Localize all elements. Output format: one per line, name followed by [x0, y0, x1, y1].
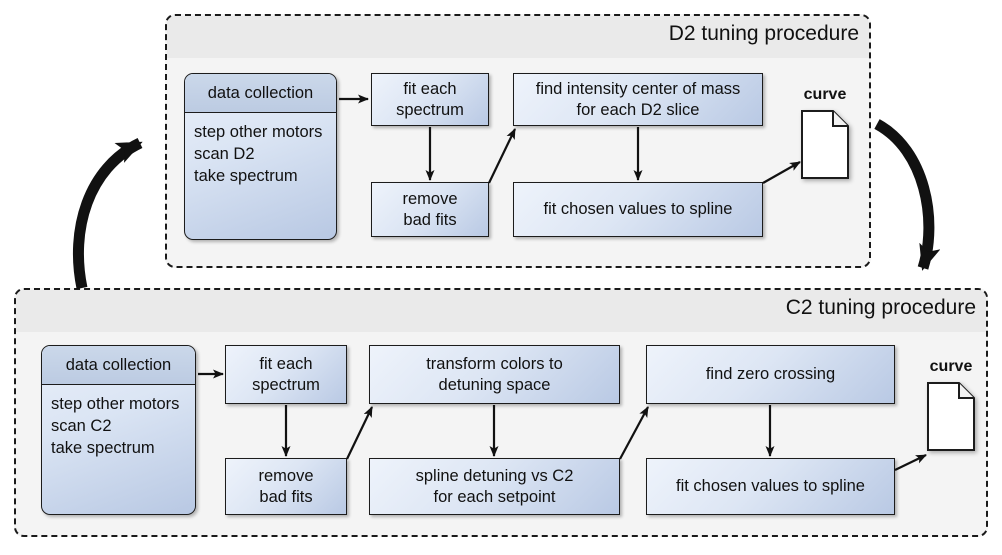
c2-spline-detuning-line1: spline detuning vs C2: [415, 467, 574, 486]
c2-title: C2 tuning procedure: [785, 296, 976, 319]
c2-transform-colors-line1: transform colors to: [426, 355, 563, 374]
c2-title-band: [16, 290, 986, 332]
d2-curve-label: curve: [803, 86, 847, 103]
loop-arrow-d2-to-c2: [874, 119, 941, 271]
c2-curve-label: curve: [929, 358, 973, 375]
d2-data-collection-body: step other motors scan D2 take spectrum: [185, 113, 336, 188]
d2-output-curve[interactable]: curve: [779, 86, 871, 201]
d2-data-collection-header: data collection: [185, 74, 336, 113]
c2-dc-line-3: take spectrum: [51, 438, 155, 457]
d2-remove-bad-fits-line1: remove: [402, 190, 458, 209]
d2-fit-each-spectrum-line1: fit each: [403, 80, 457, 99]
d2-dc-line-1: step other motors: [194, 123, 323, 141]
d2-find-intensity-line1: find intensity center of mass: [535, 80, 741, 99]
c2-remove-bad-fits-line1: remove: [258, 467, 314, 486]
c2-fit-each-spectrum-line2: spectrum: [252, 375, 320, 394]
c2-data-collection-body: step other motors scan C2 take spectrum: [42, 385, 195, 460]
c2-remove-bad-fits-line2: bad fits: [259, 487, 313, 506]
c2-box-fit-chosen-values-to-spline[interactable]: fit chosen values to spline: [646, 458, 895, 515]
document-icon: [927, 382, 975, 456]
c2-box-transform-colors-to-detuning-space[interactable]: transform colors to detuning space: [369, 345, 620, 404]
c2-spline-detuning-line2: for each setpoint: [433, 487, 556, 506]
d2-box-find-intensity-center-of-mass[interactable]: find intensity center of mass for each D…: [513, 73, 763, 126]
c2-dc-line-1: step other motors: [51, 395, 180, 413]
d2-box-remove-bad-fits[interactable]: remove bad fits: [371, 182, 489, 237]
d2-title: D2 tuning procedure: [668, 22, 859, 45]
d2-dc-line-2: scan D2: [194, 144, 255, 163]
document-icon: [801, 110, 849, 184]
d2-find-intensity-line2: for each D2 slice: [576, 100, 700, 119]
d2-dc-line-3: take spectrum: [194, 166, 298, 185]
c2-find-zero-crossing-label: find zero crossing: [705, 365, 836, 384]
c2-data-collection-node[interactable]: data collection step other motors scan C…: [41, 345, 196, 515]
c2-box-remove-bad-fits[interactable]: remove bad fits: [225, 458, 347, 515]
d2-data-collection-node[interactable]: data collection step other motors scan D…: [184, 73, 337, 240]
c2-fit-each-spectrum-line1: fit each: [259, 355, 313, 374]
c2-box-find-zero-crossing[interactable]: find zero crossing: [646, 345, 895, 404]
d2-box-fit-chosen-values-to-spline[interactable]: fit chosen values to spline: [513, 182, 763, 237]
c2-output-curve[interactable]: curve: [905, 358, 997, 473]
c2-dc-line-2: scan C2: [51, 416, 112, 435]
d2-remove-bad-fits-line2: bad fits: [403, 210, 457, 229]
c2-data-collection-header: data collection: [42, 346, 195, 385]
d2-title-band: [167, 16, 869, 58]
d2-fit-chosen-values-label: fit chosen values to spline: [543, 200, 733, 219]
c2-fit-chosen-values-label: fit chosen values to spline: [676, 477, 865, 496]
d2-box-fit-each-spectrum[interactable]: fit each spectrum: [371, 73, 489, 126]
d2-fit-each-spectrum-line2: spectrum: [396, 100, 464, 119]
loop-arrow-c2-to-d2: [72, 138, 143, 290]
c2-box-spline-detuning-vs-c2[interactable]: spline detuning vs C2 for each setpoint: [369, 458, 620, 515]
c2-box-fit-each-spectrum[interactable]: fit each spectrum: [225, 345, 347, 404]
c2-transform-colors-line2: detuning space: [438, 375, 551, 394]
